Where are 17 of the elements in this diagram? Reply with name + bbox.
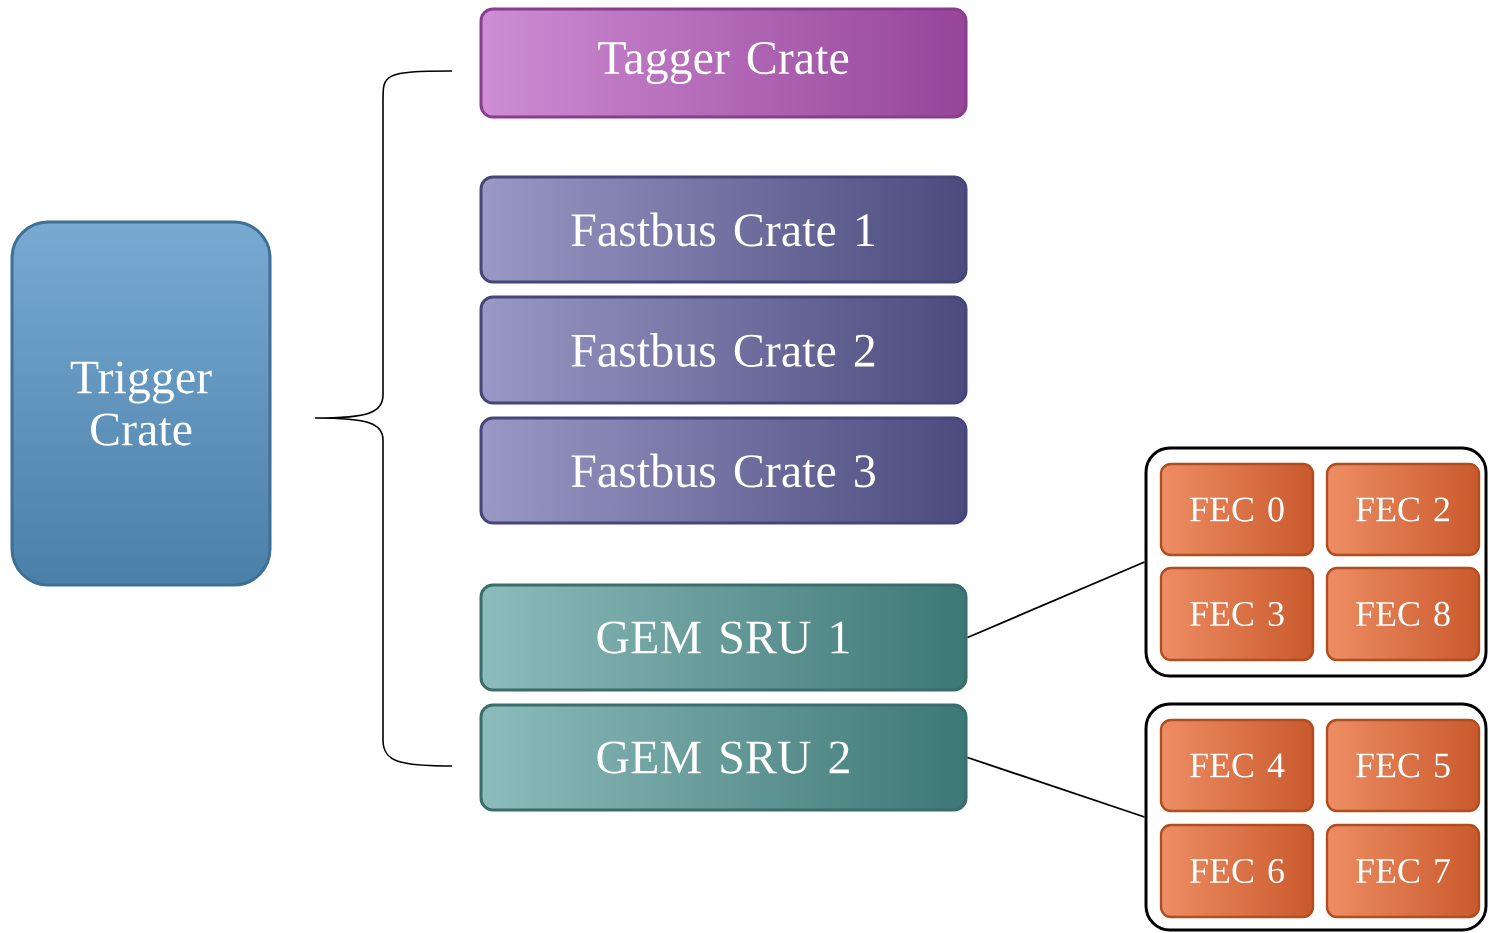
- fec-box: FEC 2: [1325, 462, 1481, 557]
- crate-box: Fastbus Crate 3: [479, 416, 968, 525]
- fec-box: FEC 5: [1325, 718, 1481, 813]
- crate-box: Fastbus Crate 2: [479, 295, 968, 405]
- connector-line: [966, 756, 1146, 818]
- fec-box: FEC 8: [1325, 566, 1481, 662]
- connector-line: [966, 561, 1146, 639]
- sru-box: GEM SRU 1: [479, 583, 968, 692]
- sru-box: GEM SRU 2: [479, 703, 968, 812]
- fec-box: FEC 3: [1159, 566, 1315, 662]
- fec-box: FEC 6: [1159, 823, 1315, 919]
- crate-box: Fastbus Crate 1: [479, 175, 968, 284]
- fec-box: FEC 4: [1159, 718, 1315, 813]
- crate-box: Tagger Crate: [479, 7, 968, 119]
- fec-box: FEC 7: [1325, 823, 1481, 919]
- fec-box: FEC 0: [1159, 462, 1315, 557]
- crate-box: Trigger Crate: [10, 220, 272, 587]
